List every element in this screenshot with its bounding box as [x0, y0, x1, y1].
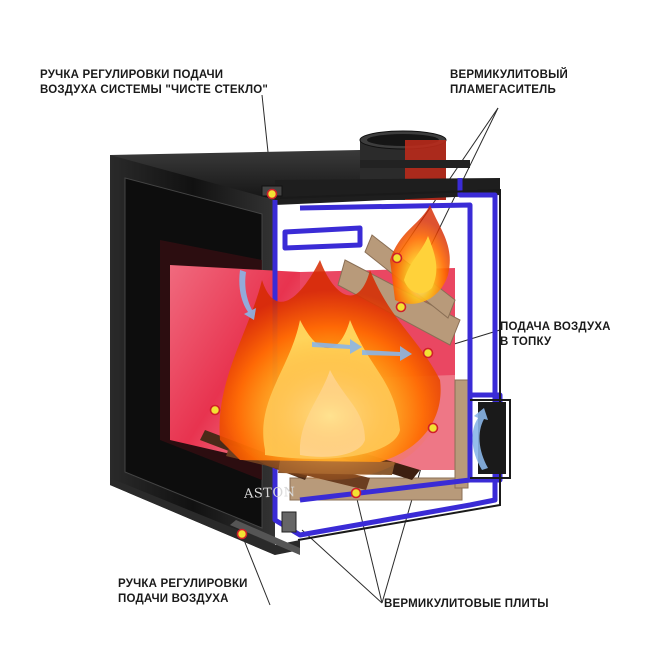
marker-side-plate: [427, 422, 439, 434]
marker-deflector-1: [391, 252, 403, 264]
label-air-supply-handle: РУЧКА РЕГУЛИРОВКИ ПОДАЧИ ВОЗДУХА: [118, 578, 248, 605]
marker-glass-air-handle: [266, 188, 278, 200]
fireplace-base: [110, 478, 300, 555]
callout-markers: [209, 188, 439, 540]
marker-air-handle: [236, 528, 248, 540]
brand-logo: ASTON: [243, 485, 296, 502]
side-wall: [272, 178, 503, 538]
label-vermiculite-plates: ВЕРМИКУЛИТОВЫЕ ПЛИТЫ: [384, 598, 549, 610]
marker-air-supply: [422, 347, 434, 359]
outer-casing: [279, 188, 511, 541]
air-flow-arrows: [239, 270, 488, 470]
label-air-glass-handle: РУЧКА РЕГУЛИРОВКИ ПОДАЧИ ВОЗДУХА СИСТЕМЫ…: [40, 69, 269, 96]
marker-deflector-2: [395, 301, 407, 313]
label-vermiculite-deflector: ВЕРМИКУЛИТОВЫЙ ПЛАМЕГАСИТЕЛЬ: [450, 69, 569, 96]
label-air-supply-firebox: ПОДАЧА ВОЗДУХА В ТОПКУ: [500, 321, 611, 348]
marker-bottom-plate: [350, 487, 362, 499]
bottom-air-handle: [281, 511, 297, 533]
marker-firebox: [209, 404, 221, 416]
